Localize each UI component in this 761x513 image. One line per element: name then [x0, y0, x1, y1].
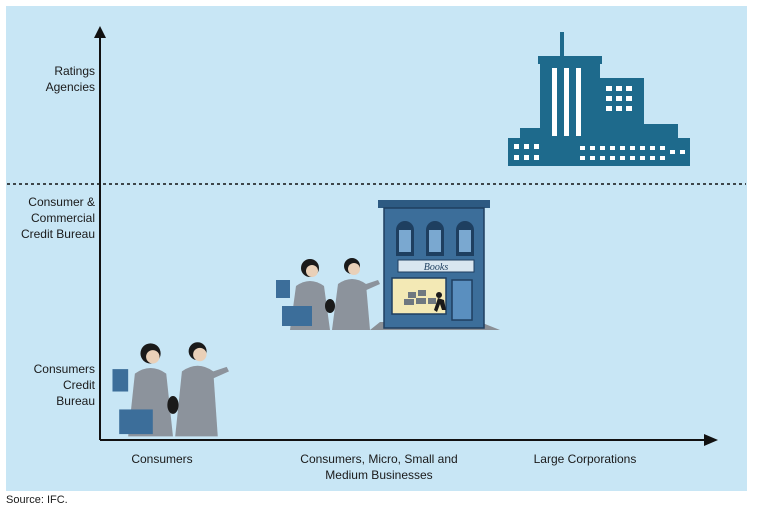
x-label-consumers: Consumers — [131, 452, 193, 466]
corporate-buildings-icon — [508, 32, 690, 166]
y-axis-arrow — [94, 26, 106, 38]
shop-sign: Books — [424, 262, 449, 273]
x-label-smb: Consumers, Micro, Small and Medium Busin… — [300, 452, 458, 482]
x-label-large-corporations: Large Corporations — [533, 452, 637, 466]
y-label-commercial-credit-bureau: Consumer & Commercial Credit Bureau — [20, 195, 95, 241]
y-label-ratings-agencies: Ratings Agencies — [45, 64, 95, 94]
book-shop-icon: Books — [370, 200, 500, 330]
business-women-icon — [276, 258, 380, 330]
source-note: Source: IFC. — [6, 494, 68, 506]
x-axis-arrow — [704, 434, 718, 446]
consumers-women-icon — [112, 342, 229, 437]
y-label-consumers-credit-bureau: Consumers Credit Bureau — [33, 362, 95, 408]
